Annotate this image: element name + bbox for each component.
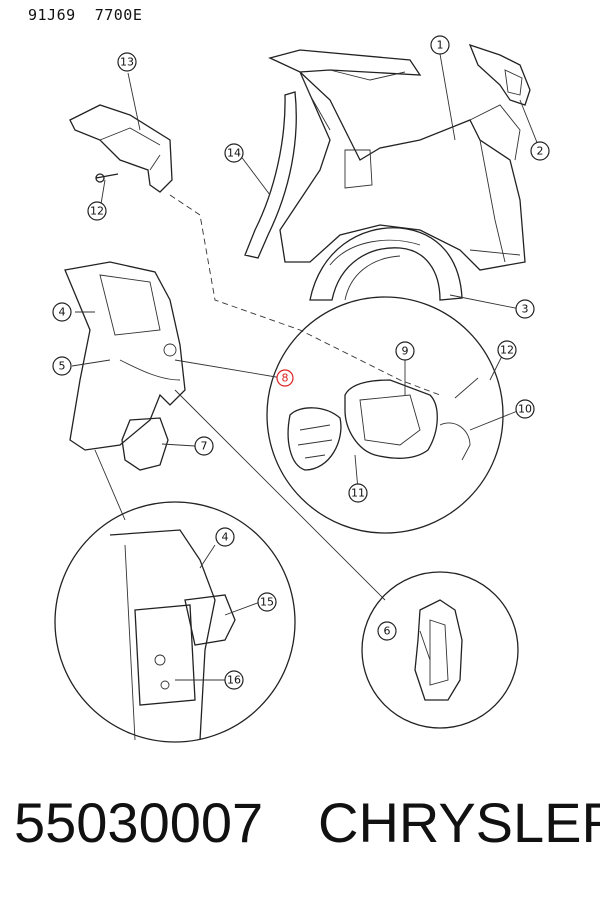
svg-text:13: 13 xyxy=(120,56,134,69)
vehicle-side-body xyxy=(64,261,186,451)
callout-11: 11 xyxy=(348,483,368,503)
callout-12-detail: 12 xyxy=(497,340,517,360)
callout-4-upper: 4 xyxy=(52,302,72,322)
callout-14: 14 xyxy=(224,143,244,163)
bracket-6-detail-circle xyxy=(361,571,519,729)
wheelhouse-inner xyxy=(309,227,463,301)
svg-text:4: 4 xyxy=(222,531,229,544)
svg-text:7: 7 xyxy=(201,440,208,453)
svg-text:12: 12 xyxy=(500,344,514,357)
fuel-door-panel-7 xyxy=(121,417,169,471)
svg-text:2: 2 xyxy=(537,145,544,158)
bracket-2 xyxy=(468,43,531,106)
fuel-door-detail-circle xyxy=(266,296,504,534)
trim-strip-14 xyxy=(244,91,297,259)
callout-leaders xyxy=(71,53,541,681)
svg-text:15: 15 xyxy=(260,596,274,609)
callout-2: 2 xyxy=(530,141,550,161)
quarter-panel-inner xyxy=(268,49,526,271)
callout-6: 6 xyxy=(377,621,397,641)
callout-12-top: 12 xyxy=(87,201,107,221)
footer-caption: 55030007 CHRYSLER xyxy=(0,790,600,870)
svg-text:5: 5 xyxy=(59,360,66,373)
part-number: 55030007 xyxy=(14,791,264,854)
callout-15: 15 xyxy=(257,592,277,612)
svg-text:9: 9 xyxy=(402,345,409,358)
svg-text:11: 11 xyxy=(351,487,365,500)
callout-8: 8 xyxy=(276,369,294,387)
svg-text:14: 14 xyxy=(227,147,241,160)
document-code: 91J69 7700E xyxy=(28,6,143,24)
svg-text:6: 6 xyxy=(384,625,391,638)
svg-text:8: 8 xyxy=(282,372,289,385)
quarter-panel-detail-circle xyxy=(54,501,296,743)
callout-16: 16 xyxy=(224,670,244,690)
callout-7: 7 xyxy=(194,436,214,456)
svg-text:1: 1 xyxy=(437,39,444,52)
callout-10: 10 xyxy=(515,399,535,419)
callout-13: 13 xyxy=(117,52,137,72)
callout-3: 3 xyxy=(515,299,535,319)
exploded-parts-diagram: 1 2 3 4 4 5 6 7 8 9 10 11 12 12 13 14 15… xyxy=(52,35,550,743)
svg-text:3: 3 xyxy=(522,303,529,316)
svg-text:16: 16 xyxy=(227,674,241,687)
screw-12-top xyxy=(95,173,119,183)
bracket-13 xyxy=(69,104,173,193)
svg-text:10: 10 xyxy=(518,403,532,416)
callout-9: 9 xyxy=(395,341,415,361)
callout-5: 5 xyxy=(52,356,72,376)
brand-name: CHRYSLER xyxy=(318,791,600,854)
svg-text:12: 12 xyxy=(90,205,104,218)
callout-4-detail: 4 xyxy=(215,527,235,547)
svg-text:4: 4 xyxy=(59,306,66,319)
callout-1: 1 xyxy=(430,35,450,55)
